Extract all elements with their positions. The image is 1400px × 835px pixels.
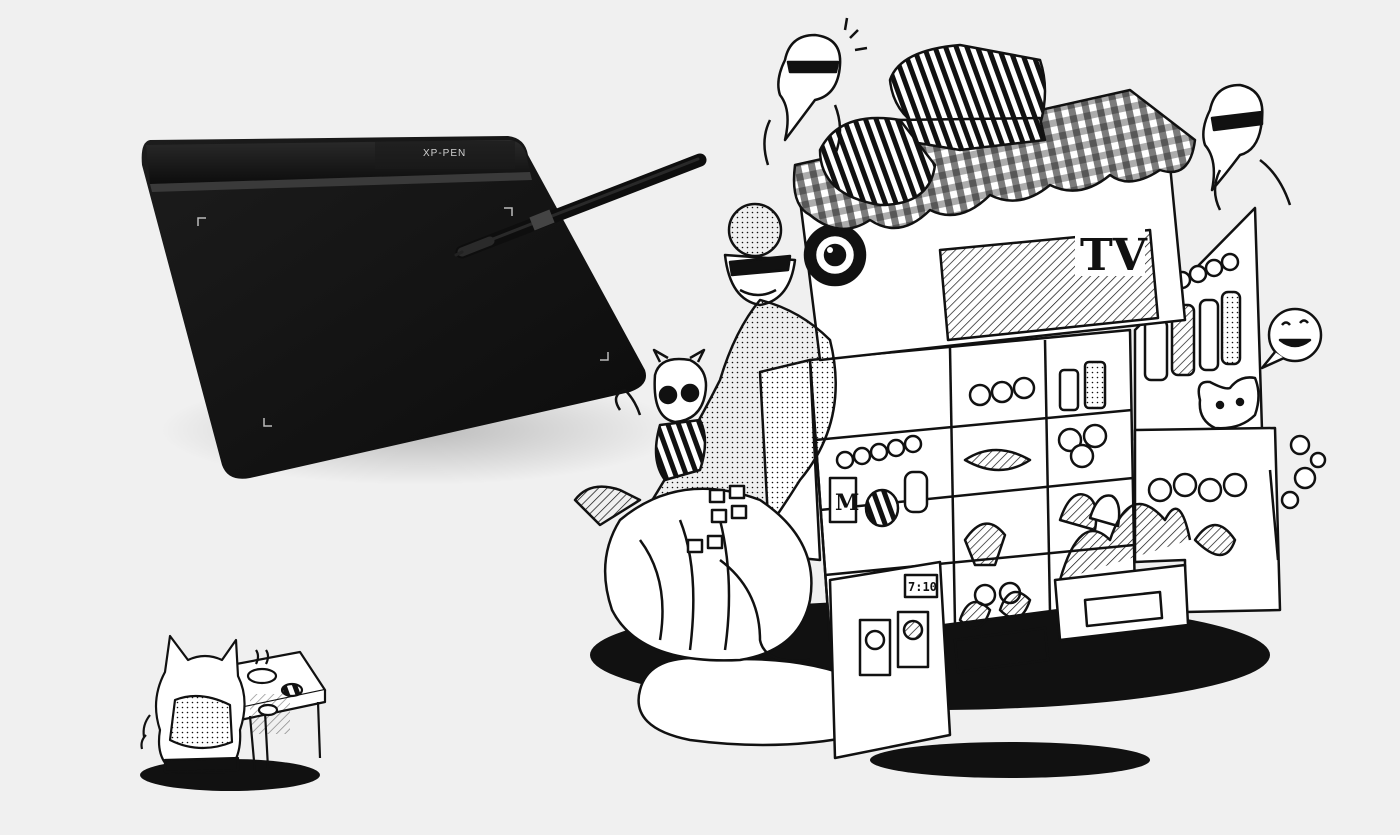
right-lower-produce [1147, 472, 1248, 557]
cat-sweater [168, 694, 234, 750]
milk-carton-letter: M [835, 490, 859, 516]
crate-vegetables [1058, 502, 1192, 581]
active-area-corner-tr [504, 207, 513, 216]
active-area-corner-bl [263, 418, 272, 427]
cat-at-table-illustration [140, 634, 327, 791]
character-sunglasses [728, 254, 792, 277]
tv-fridge-illustration: M 7:10 [573, 17, 1327, 778]
big-pouch [603, 487, 813, 662]
tablet-bar-edge [150, 172, 532, 192]
vegetable-crate [1053, 563, 1190, 642]
plate-icon [280, 682, 304, 698]
door-clock-time: 7:10 [908, 580, 937, 594]
stylus-pen [454, 153, 707, 259]
peeking-cat [1197, 376, 1260, 430]
glasses-character [573, 348, 708, 527]
active-area-corner-tl [197, 217, 206, 226]
ghost-left [763, 17, 868, 166]
doodle-bubbles [1268, 434, 1327, 561]
shelf-food-items [963, 360, 1121, 607]
left-door-shelf-items: M [828, 434, 929, 528]
smiley-speech-bubble [1260, 307, 1323, 370]
bottom-drawer [953, 626, 1050, 674]
pouch-buttons [686, 484, 748, 554]
tablet-brand-logo: XP-PEN [423, 148, 466, 159]
steam-icon [255, 649, 270, 665]
door-shadow [870, 742, 1150, 778]
tablet-body [141, 136, 646, 479]
pouch-cord [719, 559, 811, 662]
surprise-lines-icon [843, 17, 868, 52]
door-clock [903, 573, 939, 599]
drawing-tablet: XP-PEN [141, 136, 707, 485]
tv-label: TV [1080, 230, 1148, 281]
curly-hair-character [723, 202, 797, 307]
active-area-corner-br [600, 352, 609, 361]
ghost-right [1202, 83, 1292, 211]
ghost-goggles [786, 60, 840, 74]
character-shoe [573, 485, 642, 527]
bowl-icon [246, 667, 278, 685]
milk-carton-icon [828, 476, 858, 524]
cat-motion-lines [140, 714, 151, 750]
cup-icon [257, 703, 279, 717]
cat-belt [163, 756, 240, 774]
striped-cushion [818, 116, 937, 207]
tablet-logo-panel [375, 141, 515, 169]
photo-frame-one [858, 618, 892, 677]
fish-icon [963, 448, 1032, 472]
